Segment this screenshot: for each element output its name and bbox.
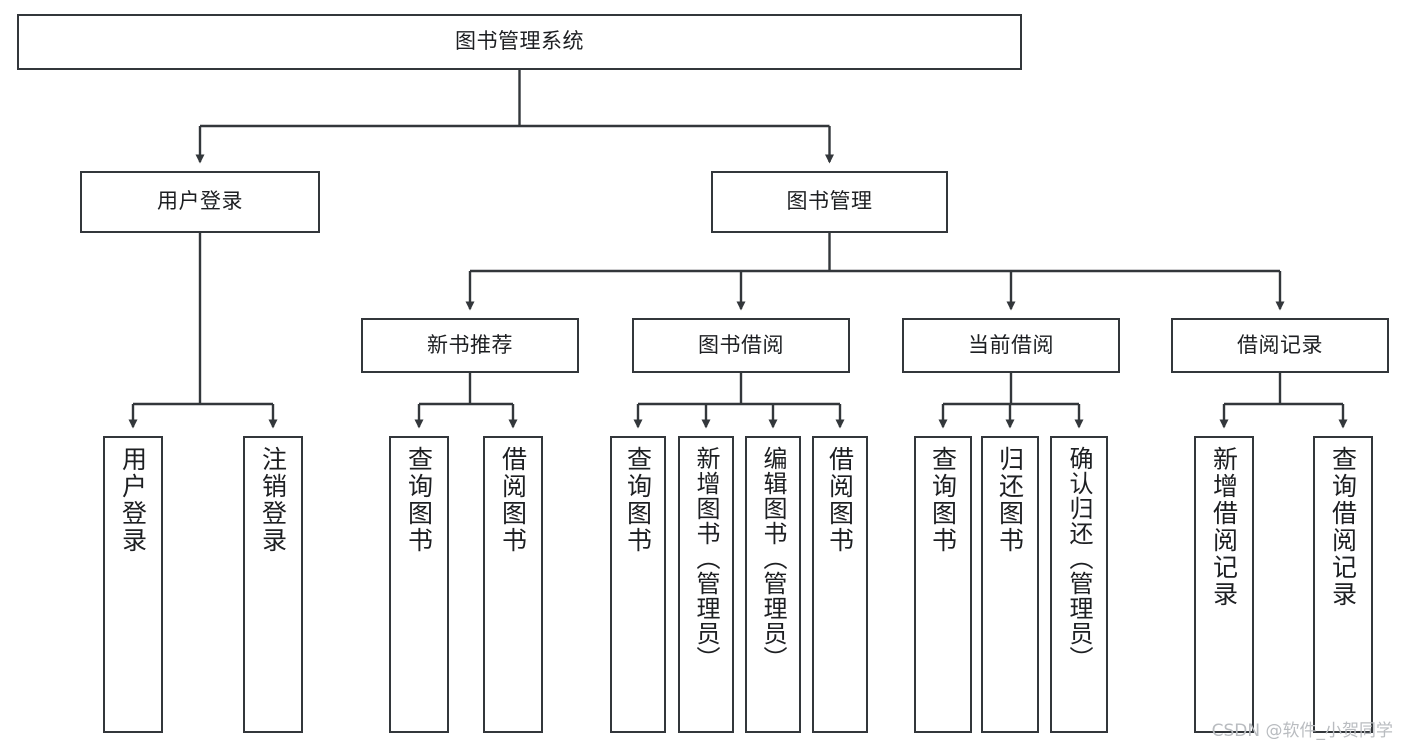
node-label: 查询借阅记录 bbox=[1328, 446, 1358, 608]
node-label: 查询图书 bbox=[404, 446, 434, 554]
node-leaf-edit-book[interactable]: 编辑图书（管理员） bbox=[745, 436, 801, 733]
node-label: 确认归还（管理员） bbox=[1065, 446, 1093, 671]
node-leaf-query-book-current[interactable]: 查询图书 bbox=[914, 436, 972, 733]
node-label: 新增图书（管理员） bbox=[692, 446, 720, 671]
node-borrow-record[interactable]: 借阅记录 bbox=[1171, 318, 1389, 373]
node-label: 图书管理 bbox=[786, 189, 873, 214]
node-label: 注销登录 bbox=[258, 446, 288, 554]
node-leaf-add-borrow-record[interactable]: 新增借阅记录 bbox=[1194, 436, 1254, 733]
node-label: 查询图书 bbox=[928, 446, 958, 554]
node-current-borrow[interactable]: 当前借阅 bbox=[902, 318, 1120, 373]
node-user-login[interactable]: 用户登录 bbox=[80, 171, 320, 233]
node-root[interactable]: 图书管理系统 bbox=[17, 14, 1022, 70]
node-new-book-recommend[interactable]: 新书推荐 bbox=[361, 318, 579, 373]
node-leaf-return-book[interactable]: 归还图书 bbox=[981, 436, 1039, 733]
node-label: 当前借阅 bbox=[968, 332, 1054, 357]
node-label: 借阅图书 bbox=[498, 446, 528, 554]
node-label: 借阅记录 bbox=[1237, 332, 1323, 357]
node-label: 用户登录 bbox=[118, 446, 148, 554]
node-label: 编辑图书（管理员） bbox=[759, 446, 787, 671]
node-label: 新增借阅记录 bbox=[1209, 446, 1239, 608]
node-label: 新书推荐 bbox=[427, 332, 513, 357]
node-book-borrow[interactable]: 图书借阅 bbox=[632, 318, 850, 373]
node-leaf-query-book-recommend[interactable]: 查询图书 bbox=[389, 436, 449, 733]
node-leaf-query-borrow-record[interactable]: 查询借阅记录 bbox=[1313, 436, 1373, 733]
node-leaf-logout[interactable]: 注销登录 bbox=[243, 436, 303, 733]
node-label: 借阅图书 bbox=[825, 446, 855, 554]
watermark: CSDN @软件_小贺同学 bbox=[1211, 721, 1393, 741]
node-leaf-borrow-book-recommend[interactable]: 借阅图书 bbox=[483, 436, 543, 733]
node-label: 归还图书 bbox=[995, 446, 1025, 554]
node-label: 图书管理系统 bbox=[455, 29, 584, 54]
node-leaf-query-book-borrow[interactable]: 查询图书 bbox=[610, 436, 666, 733]
node-book-manage[interactable]: 图书管理 bbox=[711, 171, 948, 233]
node-leaf-confirm-return[interactable]: 确认归还（管理员） bbox=[1050, 436, 1108, 733]
node-label: 图书借阅 bbox=[698, 332, 784, 357]
node-leaf-borrow-book[interactable]: 借阅图书 bbox=[812, 436, 868, 733]
node-label: 用户登录 bbox=[157, 189, 243, 214]
node-leaf-add-book[interactable]: 新增图书（管理员） bbox=[678, 436, 734, 733]
node-leaf-user-login[interactable]: 用户登录 bbox=[103, 436, 163, 733]
node-label: 查询图书 bbox=[623, 446, 653, 554]
